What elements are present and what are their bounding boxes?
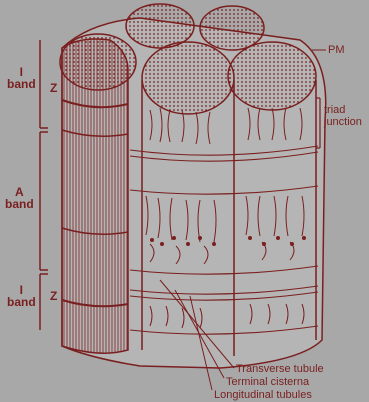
label-triad-junction: triad junction <box>324 104 362 128</box>
cap-middle <box>142 42 234 114</box>
cap-back-2 <box>200 6 264 50</box>
cap-left <box>60 34 136 90</box>
label-i-band-top: I band <box>7 66 36 90</box>
label-longitudinal-tubules: Longitudinal tubules <box>214 389 312 401</box>
label-z-top: Z <box>50 82 57 94</box>
label-terminal-cisterna: Terminal cisterna <box>226 376 309 388</box>
label-transverse-tubule: Transverse tubule <box>236 363 324 375</box>
label-i-band-bottom: I band <box>7 284 36 308</box>
label-a-band: A band <box>5 186 34 210</box>
band-brackets <box>40 40 48 330</box>
label-z-bottom: Z <box>50 290 57 302</box>
label-pm: PM <box>328 44 345 56</box>
cap-right <box>228 42 316 110</box>
